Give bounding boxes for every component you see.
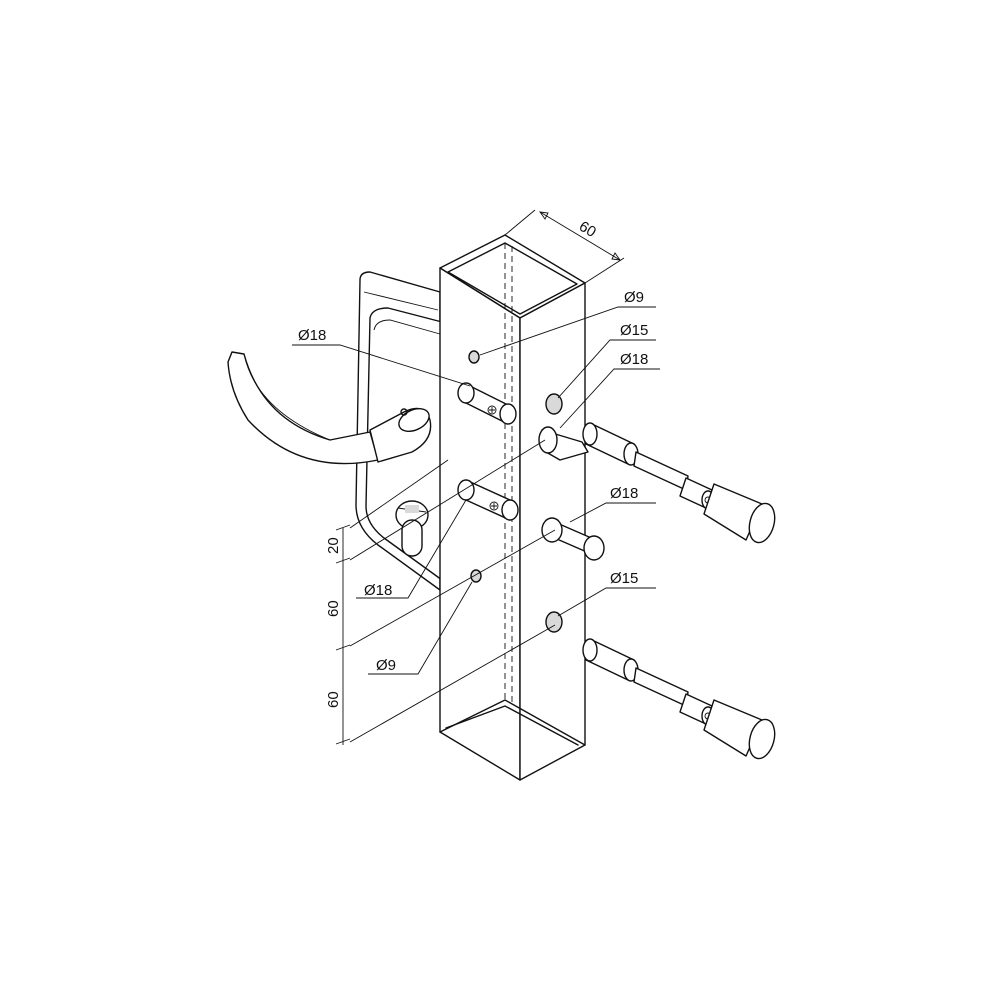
callout-hole-18-upper-right: Ø18 — [620, 351, 648, 368]
hole-15-upper — [545, 393, 563, 415]
hole-9-upper — [468, 350, 480, 364]
cylinder-cutout — [395, 500, 429, 557]
callout-hole-18-lower-right: Ø18 — [610, 485, 638, 502]
callout-hole-18-lower-left: Ø18 — [364, 582, 392, 599]
fixing-bolt-set-upper — [582, 422, 776, 544]
callout-hole-15-upper: Ø15 — [620, 322, 648, 339]
spindle-lower — [457, 479, 605, 561]
label-spacing-mid: 60 — [325, 600, 342, 617]
hole-15-lower — [545, 611, 563, 633]
fixing-bolt-set-lower — [582, 638, 776, 760]
label-spacing-top: 20 — [325, 537, 342, 554]
callouts: Ø9 Ø15 Ø18 Ø18 Ø18 Ø18 Ø9 Ø15 — [292, 289, 660, 675]
label-spacing-bottom: 60 — [325, 691, 342, 708]
dimension-post-width: 60 — [504, 209, 625, 284]
hole-9-lower — [470, 569, 482, 583]
post-holes — [468, 350, 563, 633]
spindle-upper — [457, 382, 589, 461]
callout-hole-9-lower: Ø9 — [376, 657, 396, 674]
callout-hole-15-lower: Ø15 — [610, 570, 638, 587]
callout-hole-9-upper: Ø9 — [624, 289, 644, 306]
callout-hole-18-upper-left: Ø18 — [298, 327, 326, 344]
dimension-vertical-chain: 20 60 60 — [325, 439, 556, 745]
door-handle — [227, 351, 432, 465]
label-width-post: 60 — [576, 218, 599, 241]
